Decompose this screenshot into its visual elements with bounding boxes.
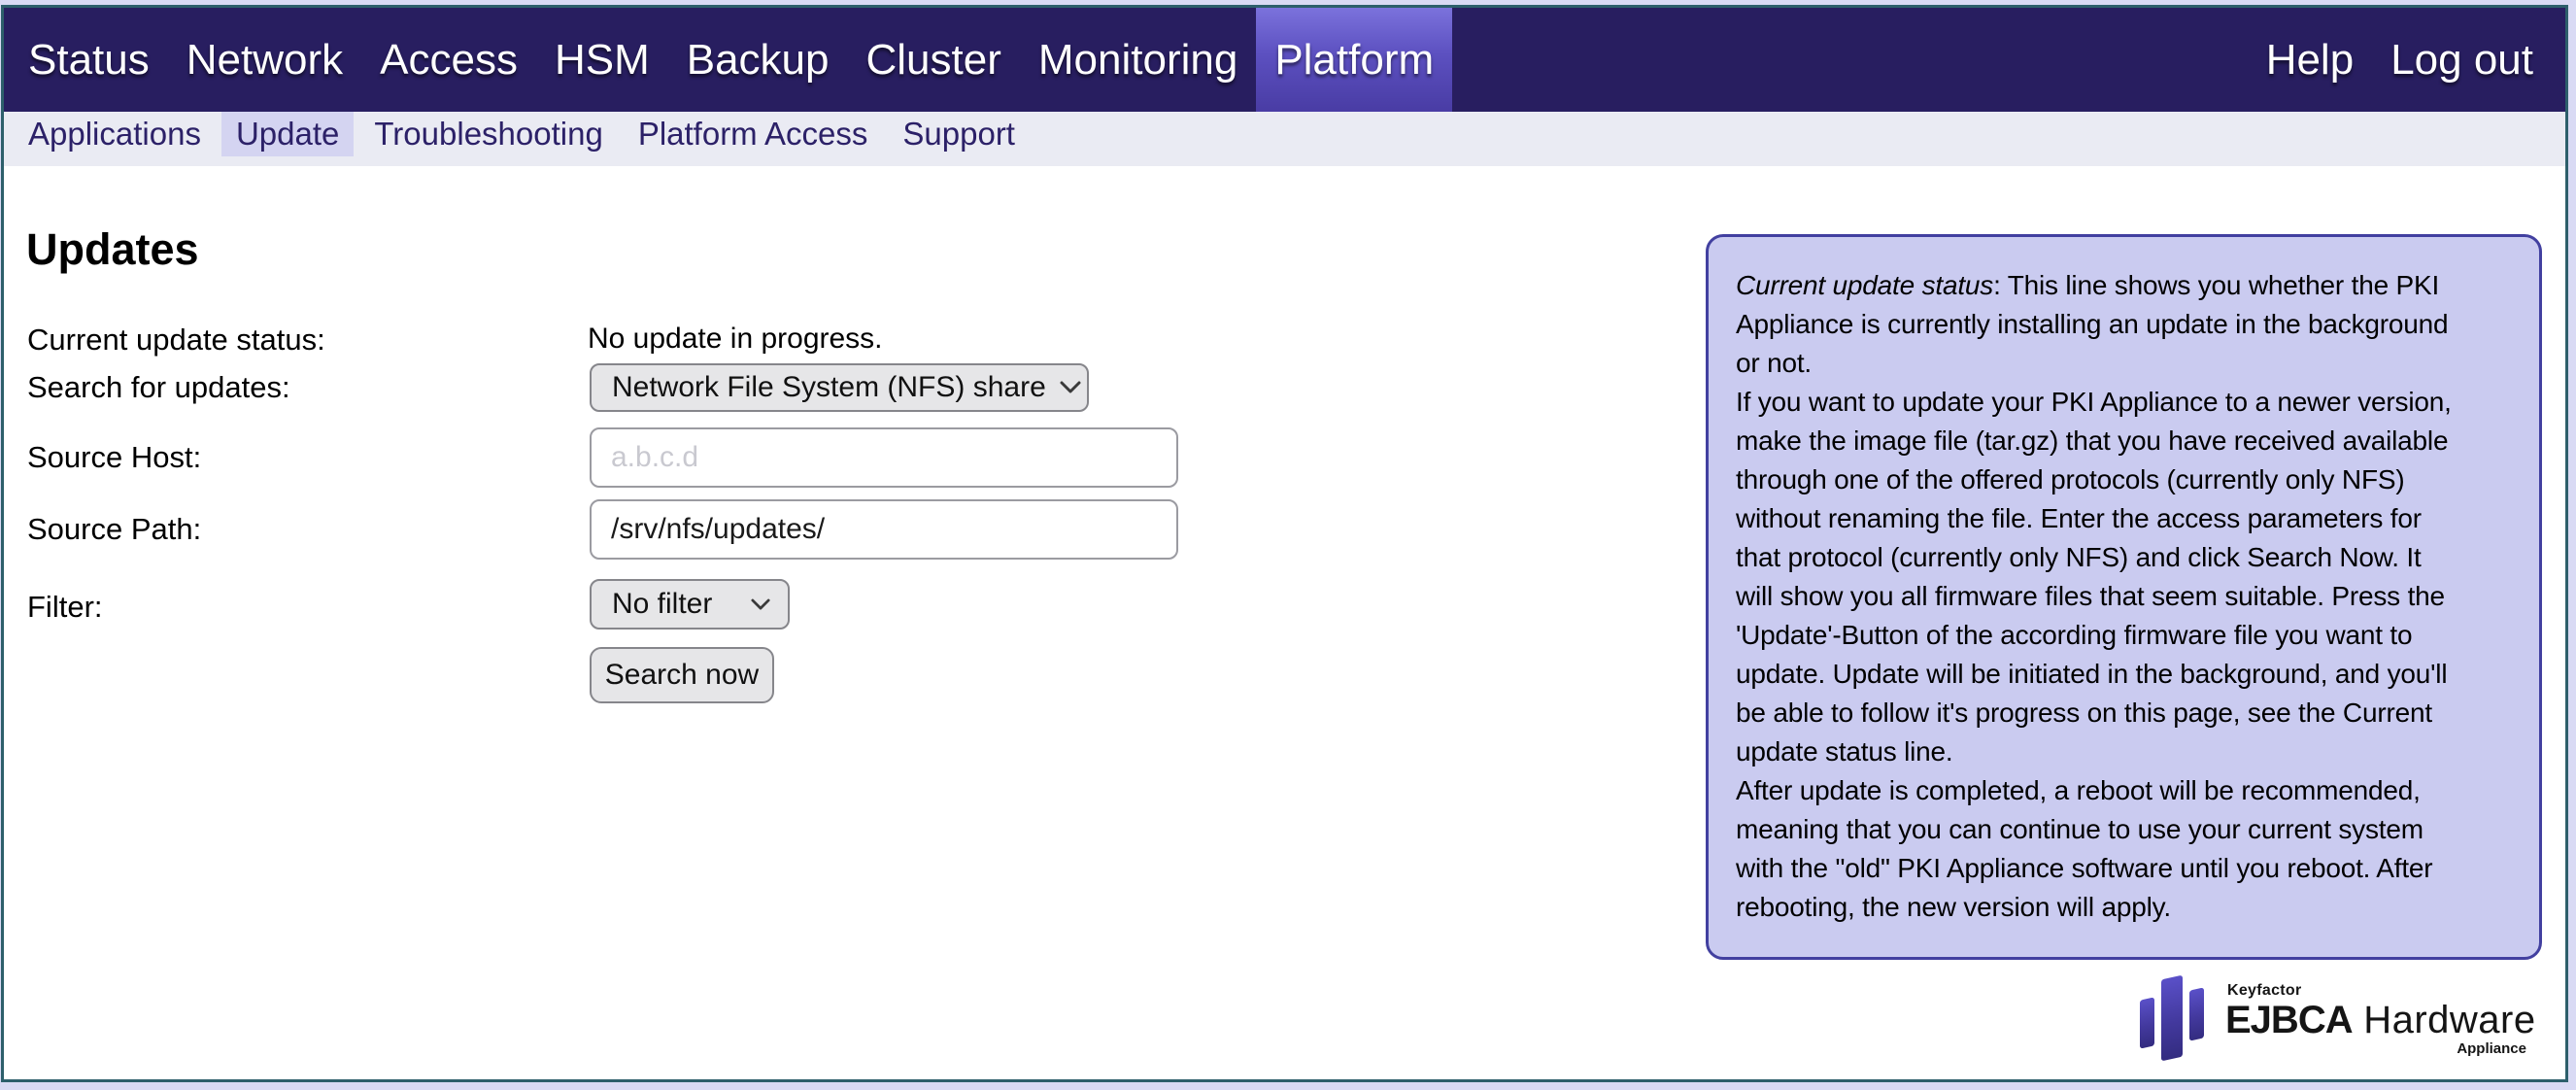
filter-label: Filter: <box>27 590 103 624</box>
nav-item-monitoring[interactable]: Monitoring <box>1037 36 1238 84</box>
platform-sub-nav: Applications Update Troubleshooting Plat… <box>4 112 2565 166</box>
logo-subtitle-text: Appliance <box>2457 1040 2526 1057</box>
filter-selected-value: No filter <box>612 588 713 620</box>
search-for-updates-label: Search for updates: <box>27 370 290 404</box>
nav-item-access[interactable]: Access <box>380 36 518 84</box>
nav-spacer <box>1452 8 2248 112</box>
search-protocol-select[interactable]: Network File System (NFS) share <box>590 363 1089 412</box>
chevron-down-icon <box>1060 381 1081 393</box>
update-help-panel: Current update status: This line shows y… <box>1706 234 2542 960</box>
logo-product-bold: EJBCA <box>2225 999 2354 1041</box>
nav-item-platform[interactable]: Platform <box>1256 8 1453 112</box>
logo-brand-text: Keyfactor <box>2227 982 2302 999</box>
current-update-status-label: Current update status: <box>27 323 325 357</box>
filter-select[interactable]: No filter <box>590 579 790 630</box>
current-update-status-value: No update in progress. <box>588 323 883 355</box>
nav-item-hsm[interactable]: HSM <box>554 36 650 84</box>
source-host-label: Source Host: <box>27 440 202 474</box>
source-host-input[interactable] <box>590 427 1178 488</box>
source-path-input[interactable] <box>590 499 1178 560</box>
main-nav: Status Network Access HSM Backup Cluster… <box>4 8 2565 112</box>
logo-product-text: EJBCA Hardware <box>2225 999 2536 1042</box>
logo-bar-right <box>2189 987 2204 1041</box>
nav-item-help[interactable]: Help <box>2265 36 2355 84</box>
logo-bar-left <box>2140 997 2154 1049</box>
subnav-item-troubleshooting[interactable]: Troubleshooting <box>374 116 603 152</box>
nav-right-group: Help Log out <box>2248 8 2565 112</box>
subnav-item-update[interactable]: Update <box>220 112 355 156</box>
page-title: Updates <box>26 224 199 274</box>
nav-item-backup[interactable]: Backup <box>686 36 830 84</box>
subnav-item-applications[interactable]: Applications <box>28 116 201 152</box>
nav-item-status[interactable]: Status <box>28 36 150 84</box>
nav-item-cluster[interactable]: Cluster <box>865 36 1001 84</box>
subnav-item-support[interactable]: Support <box>902 116 1015 152</box>
subnav-item-platform-access[interactable]: Platform Access <box>637 116 868 152</box>
help-body-text: : This line shows you whether the PKI Ap… <box>1736 270 2452 922</box>
search-now-button[interactable]: Search now <box>590 647 774 703</box>
nav-item-logout[interactable]: Log out <box>2390 36 2533 84</box>
source-path-label: Source Path: <box>27 512 202 546</box>
chevron-down-icon <box>751 598 770 609</box>
search-protocol-selected-value: Network File System (NFS) share <box>612 371 1046 403</box>
logo-bar-middle <box>2161 974 2183 1062</box>
logo-product-regular-text: Hardware <box>2363 999 2536 1041</box>
nav-item-network[interactable]: Network <box>186 36 344 84</box>
help-intro-italic: Current update status <box>1736 270 1994 300</box>
logo-product-regular <box>2353 999 2364 1041</box>
